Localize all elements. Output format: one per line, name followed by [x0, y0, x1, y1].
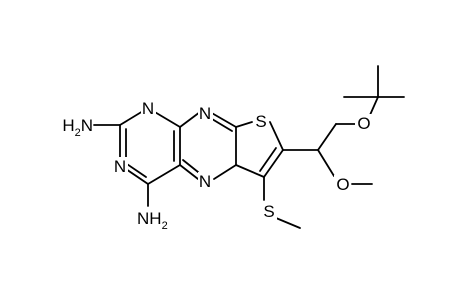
atom-o-methoxy: O: [336, 175, 349, 194]
atom-labels: N N N N S S O O H2N NH2: [62, 99, 372, 232]
bond-ch-ch2: [317, 123, 337, 151]
bond-c8a-n8: [179, 111, 201, 128]
atom-amine-top: H2N: [62, 116, 93, 139]
bond-n5-c4a: [179, 164, 199, 180]
atom-s-ring: S: [255, 112, 266, 131]
bond-n8-c8b: [209, 111, 237, 128]
atom-n3: N: [114, 157, 126, 176]
bond-c7-c6: [263, 149, 284, 178]
bond-c4a-c4: [147, 164, 181, 185]
bond-sme-ch3: [275, 217, 301, 229]
atom-amine-bottom: NH2: [137, 209, 168, 232]
atom-n8: N: [199, 104, 211, 123]
bond-o-cq: [369, 96, 379, 116]
bond-n8-c8b-double: [211, 118, 233, 132]
atom-n5: N: [199, 172, 211, 191]
atom-n1: N: [142, 99, 154, 118]
bond-n5-c4a-double: [182, 159, 199, 173]
atom-o-ether: O: [357, 114, 370, 133]
bond-c4b-n5: [213, 164, 237, 180]
bond-ch-ome: [317, 149, 335, 177]
bond-c7-c6-double: [259, 147, 277, 172]
bonds: [93, 65, 405, 229]
atom-s-methylthio: S: [263, 202, 274, 221]
bond-s-c7: [269, 121, 284, 151]
bond-c8b-s: [235, 121, 253, 128]
bond-c6-c4b: [235, 164, 265, 178]
